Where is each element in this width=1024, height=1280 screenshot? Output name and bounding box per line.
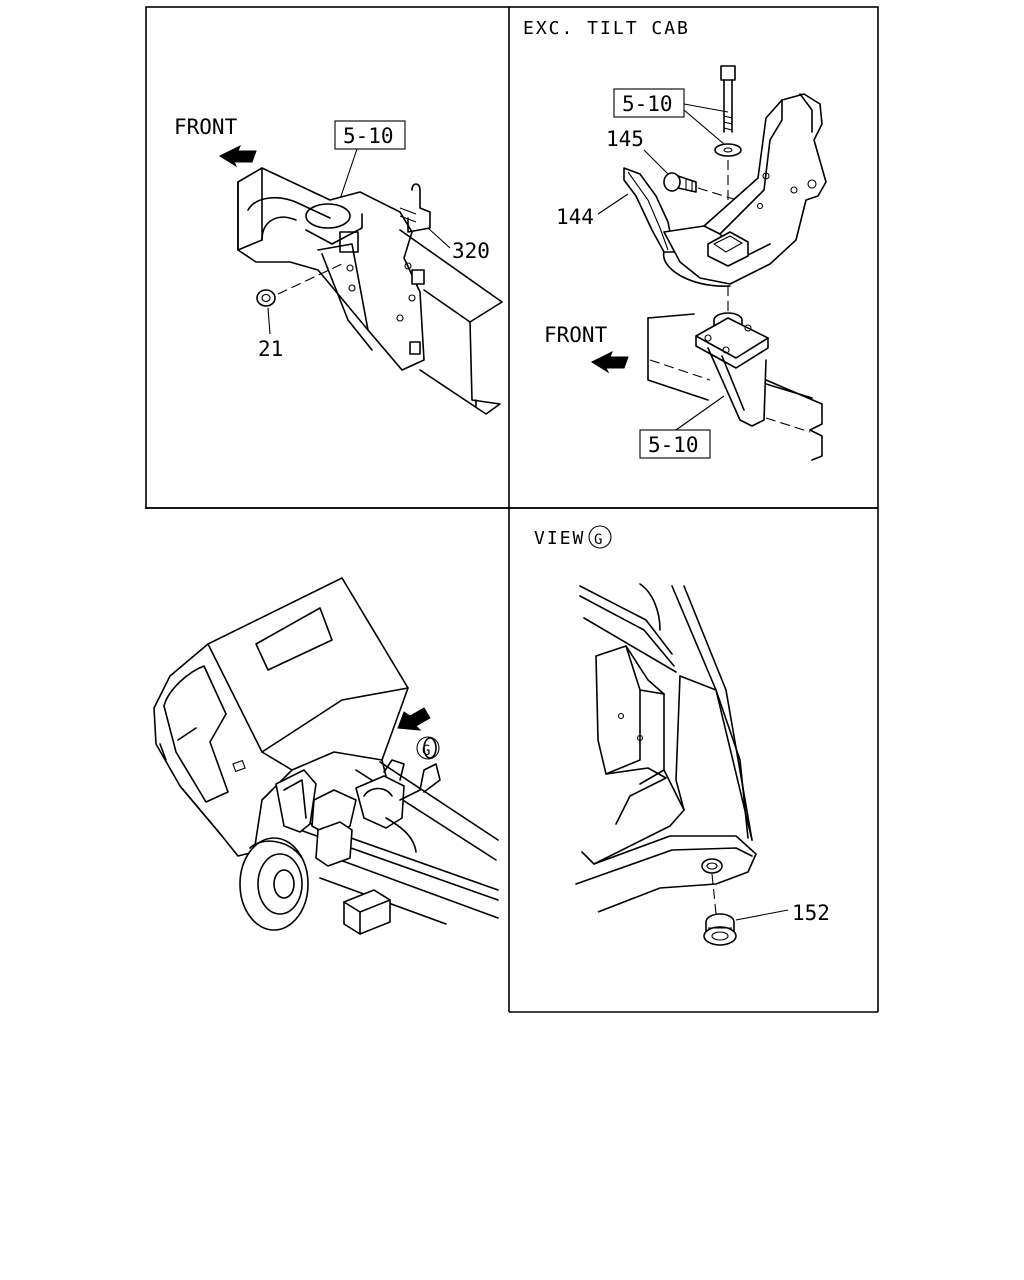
ref-box-label: 5-10 xyxy=(343,124,394,148)
cab-support-bracket-144 xyxy=(623,167,675,253)
cab-mount-member xyxy=(662,93,827,287)
ref-box-bottom-label: 5-10 xyxy=(648,433,699,457)
ref-box-5-10-bottom xyxy=(639,429,711,459)
ref-box-top-label: 5-10 xyxy=(622,92,673,116)
panel-title-exc-tilt-cab: EXC. TILT CAB xyxy=(523,18,690,39)
mount-bolt xyxy=(714,65,742,238)
callout-320: 320 xyxy=(452,239,490,263)
view-direction-arrow-icon xyxy=(397,707,431,731)
panel-top-left: FRONT 5-10 xyxy=(174,115,503,415)
panel-bottom-right: VIEW G xyxy=(534,525,830,946)
panel-bottom-left: G xyxy=(153,577,499,935)
view-marker-g: G xyxy=(422,743,430,759)
panel-title-view: VIEW xyxy=(534,528,585,549)
nut-part-21 xyxy=(256,289,276,307)
cab-floor-detail xyxy=(575,583,757,915)
view-g-letter: G xyxy=(594,532,602,548)
grommet-part-152 xyxy=(703,913,737,946)
panel-frames xyxy=(145,6,879,1013)
chassis-frame-rail xyxy=(399,229,503,415)
ref-box-5-10-top xyxy=(613,88,685,118)
view-g-circle-icon xyxy=(588,525,612,549)
callout-152: 152 xyxy=(792,901,830,925)
front-label: FRONT xyxy=(174,115,238,139)
callout-21: 21 xyxy=(258,337,283,361)
front-arrow-icon xyxy=(218,144,257,168)
callout-145: 145 xyxy=(606,127,644,151)
rubber-cab-mount xyxy=(695,312,769,427)
ref-box-5-10 xyxy=(334,120,406,150)
chassis-frame-rail-right xyxy=(647,313,823,461)
front-label-right: FRONT xyxy=(544,323,608,347)
truck-cab-overview xyxy=(153,577,499,935)
callout-144: 144 xyxy=(556,205,594,229)
panel-top-right: EXC. TILT CAB 5-10 145 144 xyxy=(523,18,827,461)
front-arrow-icon xyxy=(590,350,629,374)
clip-part-320 xyxy=(399,183,431,233)
view-g-circle-icon xyxy=(416,736,440,760)
cab-mount-bracket xyxy=(237,167,425,371)
